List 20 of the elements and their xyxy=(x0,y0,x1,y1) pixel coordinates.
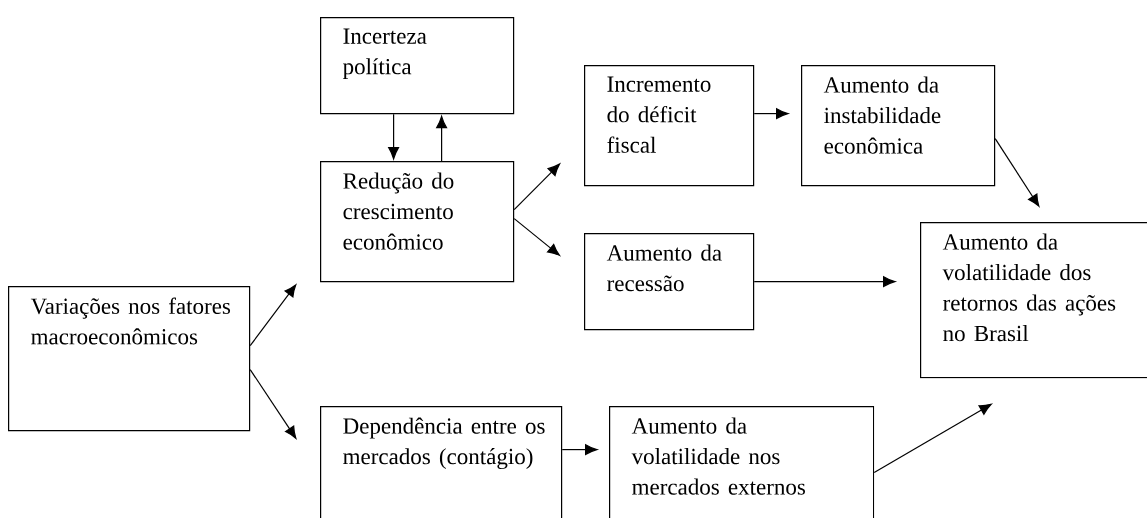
arrow xyxy=(249,284,297,347)
arrow xyxy=(873,403,992,474)
arrow xyxy=(753,276,896,288)
arrow xyxy=(436,115,448,162)
process-box: Dependência entre os mercados (contágio) xyxy=(320,406,563,518)
arrow xyxy=(513,218,560,256)
process-box: Incerteza política xyxy=(320,17,515,115)
arrow xyxy=(994,138,1040,207)
process-box: Aumento da recessão xyxy=(584,233,755,331)
arrow xyxy=(513,163,561,211)
process-box: Aumento da volatilidade nos mercados externos xyxy=(609,406,875,518)
process-box: Redução do crescimento econômico xyxy=(320,161,515,283)
arrow xyxy=(388,113,400,160)
process-box: Variações nos fatores macroeconômicos xyxy=(8,286,251,432)
arrow xyxy=(249,369,297,439)
arrow xyxy=(561,444,598,456)
arrow xyxy=(753,108,789,120)
process-box: Aumento da volatilidade dos retornos das ações no Brasil xyxy=(920,222,1147,379)
process-box: Incremento do déficit fiscal xyxy=(584,65,755,187)
process-box: Aumento da instabilidade econômica xyxy=(801,65,996,187)
